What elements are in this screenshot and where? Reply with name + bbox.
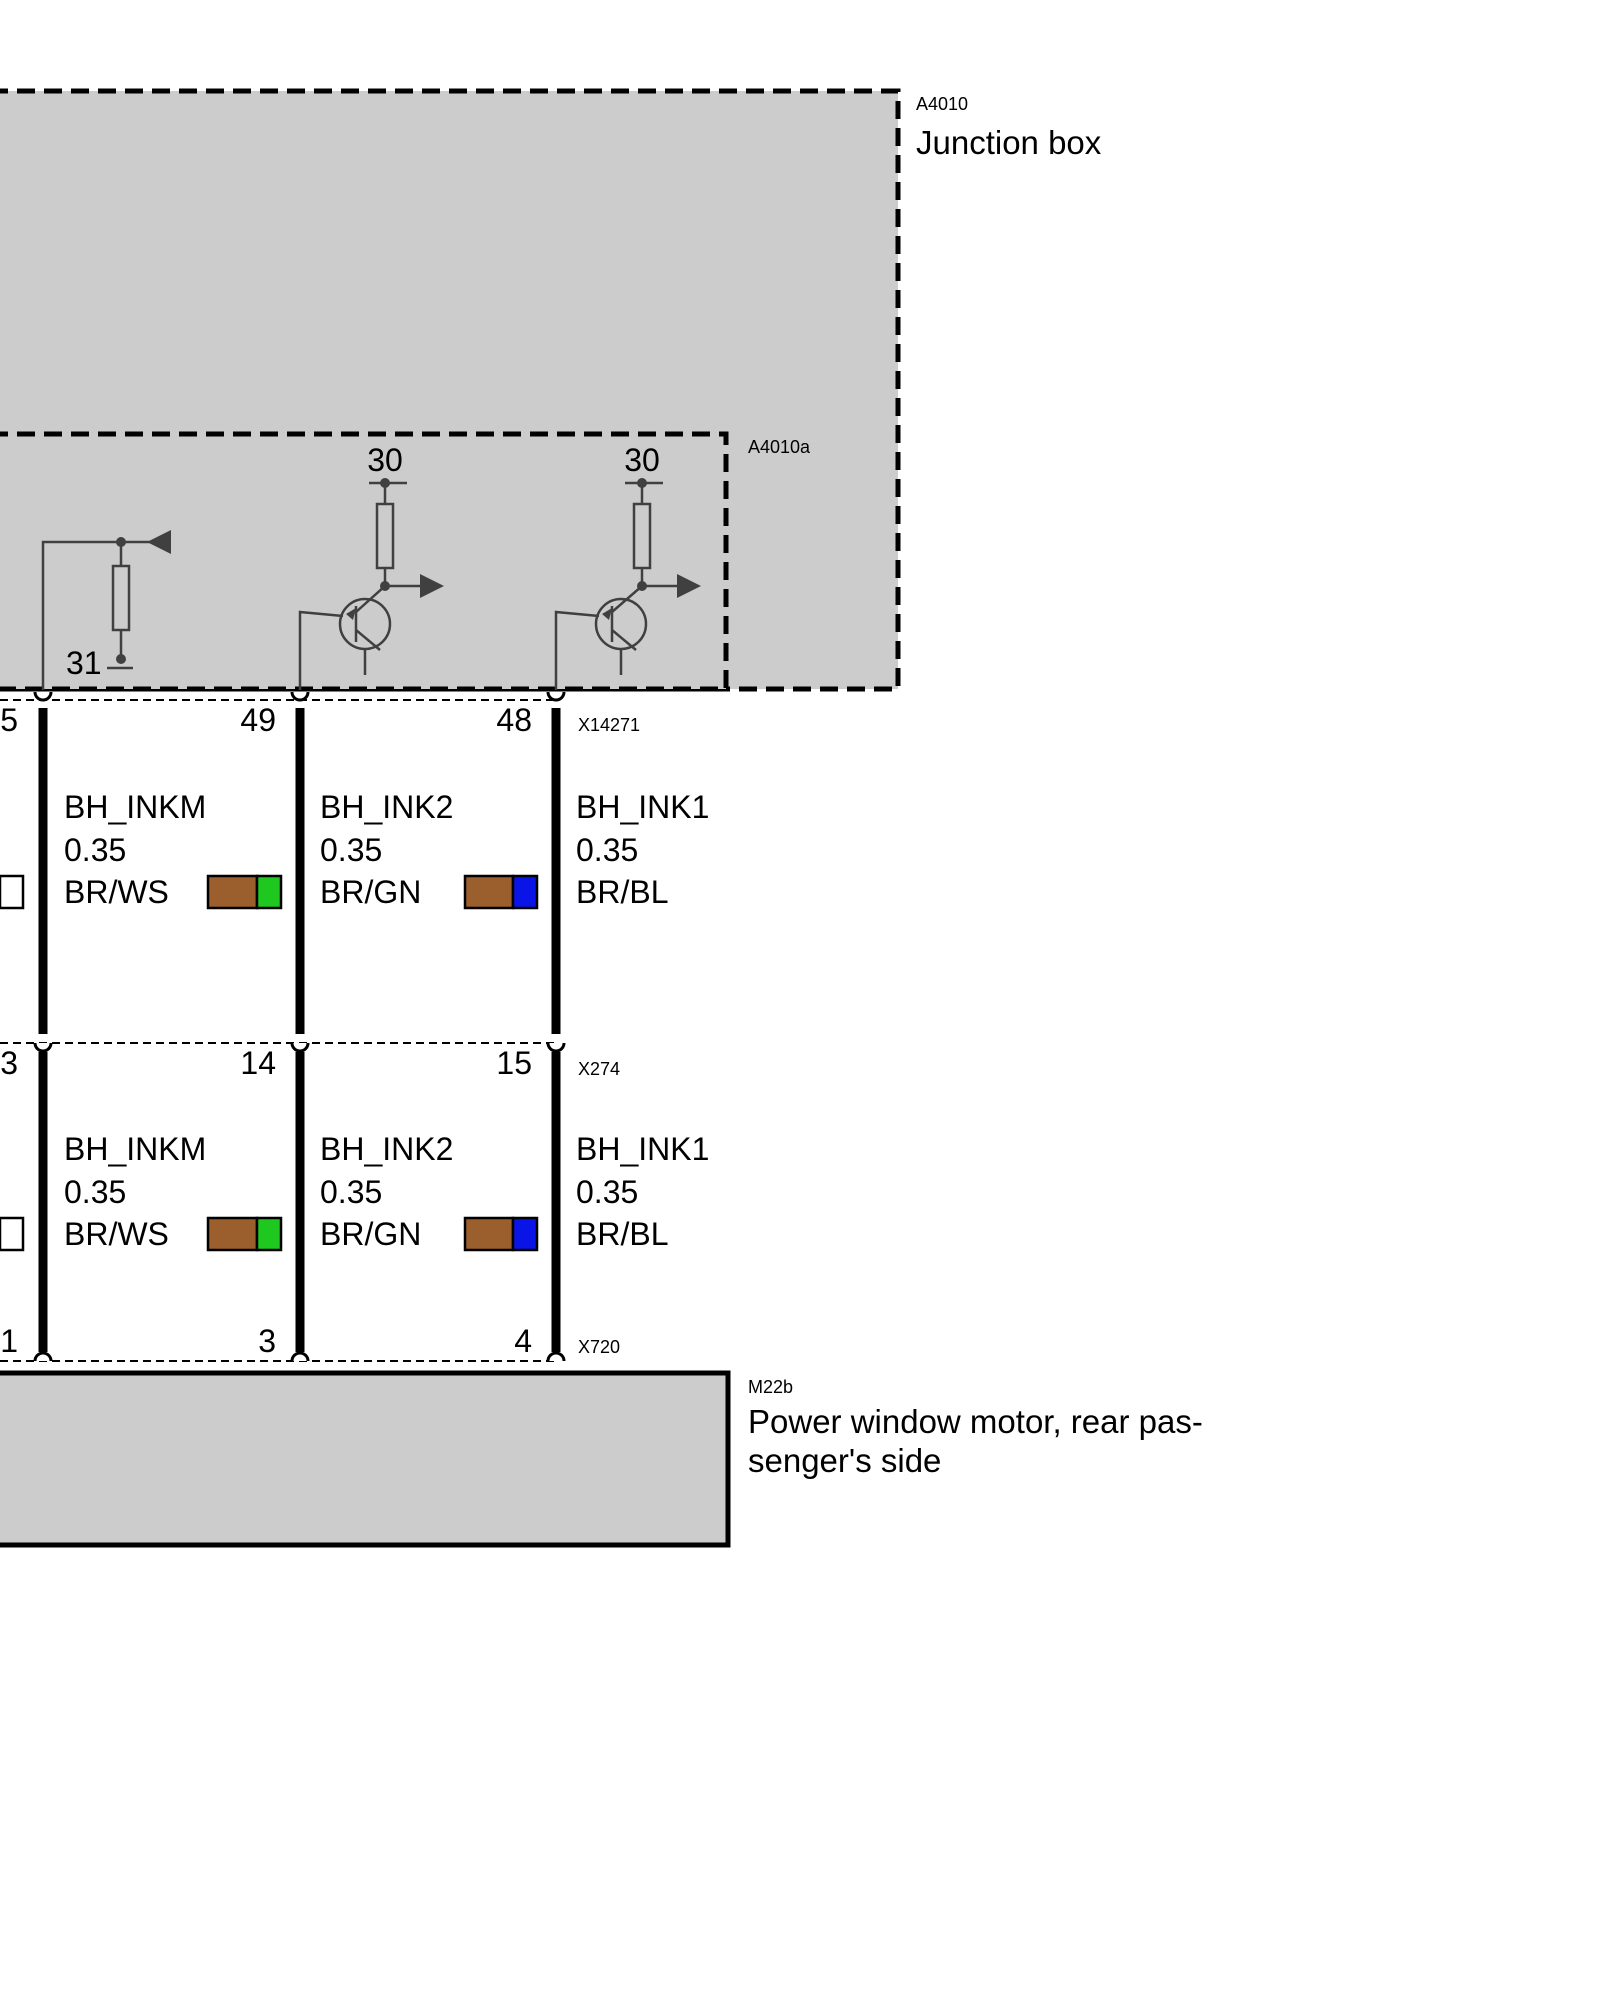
wires — [38, 708, 561, 1352]
blue-stripe-icon — [511, 1216, 539, 1252]
wire-gauge: 0.35 — [64, 832, 126, 868]
ground-label-31: 31 — [66, 645, 102, 681]
wire-gauge: 0.35 — [320, 832, 382, 868]
pin-contact-icon — [33, 1042, 53, 1053]
signal-arrow-icon — [147, 530, 171, 554]
pin-number: 48 — [496, 702, 532, 738]
supply-label-30: 30 — [624, 442, 660, 478]
signal-arrow-icon — [677, 574, 701, 598]
wire-name: BH_INKM — [64, 789, 206, 825]
wire-color-code: BR/BL — [576, 1216, 668, 1252]
connector-x720-id: X720 — [578, 1337, 620, 1357]
pin-contact-icon — [290, 1042, 310, 1053]
motor-outline — [0, 1370, 731, 1548]
brown-base-icon — [206, 874, 259, 910]
pin-number: 1 — [0, 1323, 18, 1359]
wire-color-code: BR/WS — [64, 874, 169, 910]
wire-gauge: 0.35 — [320, 1174, 382, 1210]
wire-color-code: BR/GN — [320, 1216, 421, 1252]
connector-x14271-id: X14271 — [578, 715, 640, 735]
supply-label-30: 30 — [367, 442, 403, 478]
module-id: A4010a — [748, 437, 811, 457]
pin-contact-icon — [546, 1351, 566, 1362]
wire-gauge: 0.35 — [64, 1174, 126, 1210]
pin-number: 14 — [240, 1045, 276, 1081]
pin-contact-icon — [290, 1351, 310, 1362]
pin-number: 3 — [0, 1045, 18, 1081]
motor-name-line1: Power window motor, rear pas- — [748, 1403, 1203, 1440]
pin-number: 4 — [514, 1323, 532, 1359]
pin-contact-icon — [33, 691, 53, 702]
junction-dot — [637, 581, 647, 591]
wire-color-swatches — [0, 874, 539, 1252]
emitter-arrow-icon — [346, 608, 356, 620]
pin-number: 49 — [240, 702, 276, 738]
junction-dot — [637, 478, 647, 488]
brown-base-icon — [463, 1216, 515, 1252]
connector-x274-id: X274 — [578, 1059, 620, 1079]
green-stripe-icon — [255, 1216, 283, 1252]
wire-gauge: 0.35 — [576, 1174, 638, 1210]
module-outline — [0, 431, 729, 692]
pin-number: 15 — [496, 1045, 532, 1081]
wire-color-code: BR/GN — [320, 874, 421, 910]
junction-dot — [116, 654, 126, 664]
wire-name: BH_INKM — [64, 1131, 206, 1167]
pin-number: 5 — [0, 702, 18, 738]
pin-number: 3 — [258, 1323, 276, 1359]
brown-base-icon — [463, 874, 515, 910]
wire-gauge: 0.35 — [576, 832, 638, 868]
signal-arrow-icon — [420, 574, 444, 598]
junction-box-id: A4010 — [916, 94, 968, 114]
junction-dot — [380, 581, 390, 591]
junction-dot — [116, 537, 126, 547]
wire-name: BH_INK1 — [576, 789, 709, 825]
wire-color-code: BR/WS — [64, 1216, 169, 1252]
white-stripe-icon — [0, 1216, 25, 1252]
pin-contact-icon — [290, 691, 310, 702]
brown-base-icon — [206, 1216, 259, 1252]
wire-name: BH_INK1 — [576, 1131, 709, 1167]
pin-contacts — [33, 691, 566, 1362]
pin-contact-icon — [546, 691, 566, 702]
wire-color-code: BR/BL — [576, 874, 668, 910]
emitter-arrow-icon — [602, 608, 612, 620]
wire-name: BH_INK2 — [320, 789, 453, 825]
blue-stripe-icon — [511, 874, 539, 910]
junction-box-name: Junction box — [916, 124, 1102, 161]
wire-name: BH_INK2 — [320, 1131, 453, 1167]
pin-contact-icon — [33, 1351, 53, 1362]
green-stripe-icon — [255, 874, 283, 910]
motor-name-line2: senger's side — [748, 1442, 941, 1479]
pin-contact-icon — [546, 1042, 566, 1053]
white-stripe-icon — [0, 874, 25, 910]
junction-dot — [380, 478, 390, 488]
motor-id: M22b — [748, 1377, 793, 1397]
